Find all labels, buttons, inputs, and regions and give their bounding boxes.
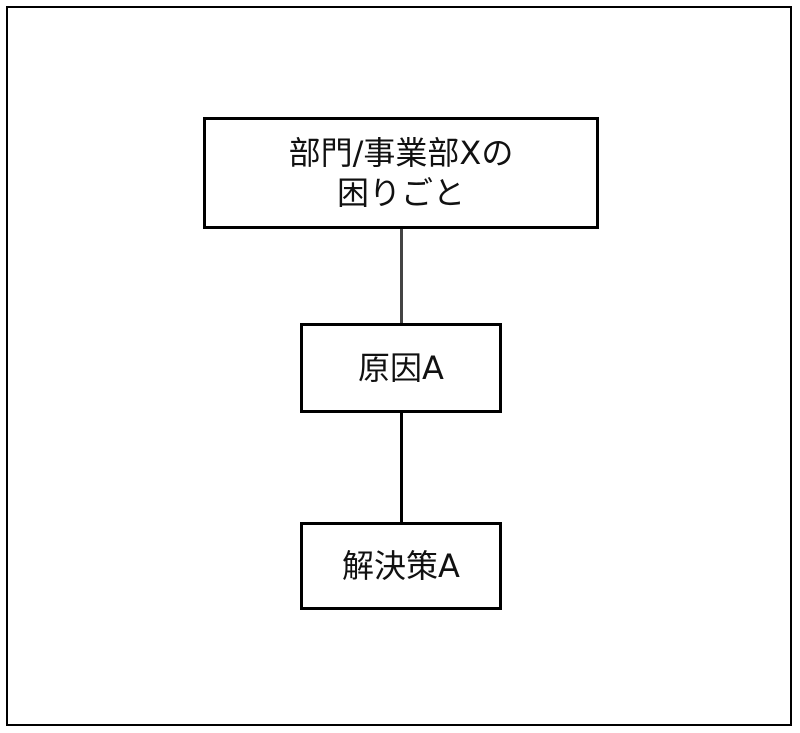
diagram-frame [6, 6, 792, 726]
node-cause[interactable]: 原因A [300, 323, 502, 413]
node-cause-label: 原因A [358, 349, 444, 387]
node-solution[interactable]: 解決策A [300, 522, 502, 610]
node-problem-text: 部門/事業部Xの 困りごと [289, 133, 514, 213]
node-solution-label: 解決策A [342, 547, 460, 585]
node-problem-line-2: 困りごと [336, 174, 465, 212]
node-problem[interactable]: 部門/事業部Xの 困りごと [203, 117, 599, 229]
edge-cause-to-solution [400, 413, 403, 522]
edge-problem-to-cause [400, 229, 403, 323]
node-problem-line-1: 部門/事業部Xの [288, 134, 514, 172]
